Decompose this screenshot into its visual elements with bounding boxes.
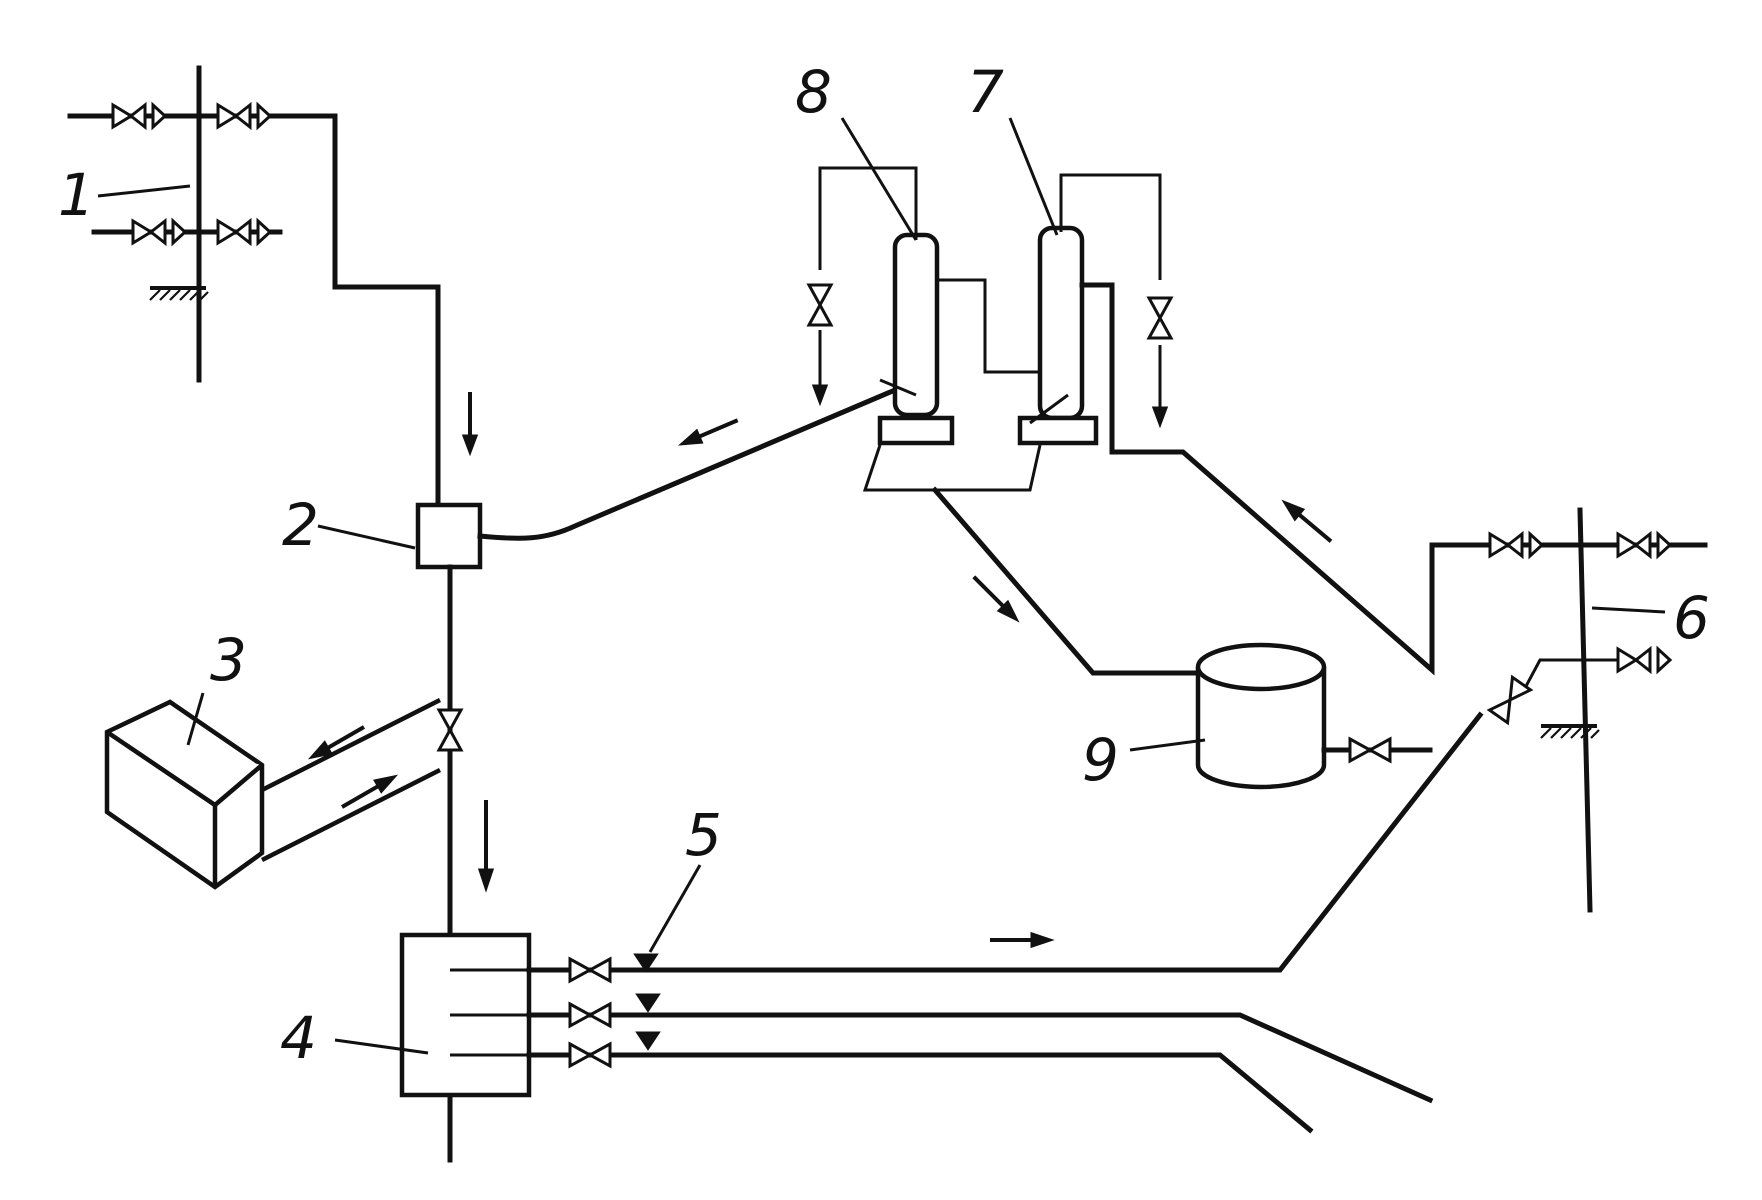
column-7 — [1017, 173, 1493, 676]
label-2: 2 — [282, 491, 319, 559]
valve-icon[interactable] — [1616, 532, 1672, 558]
pipe-feed-to-mixer — [332, 113, 441, 508]
valve-icon[interactable] — [111, 103, 167, 129]
flow-arrow-down-icon — [461, 392, 479, 457]
valve-icon[interactable] — [568, 1002, 612, 1028]
valve-icon[interactable] — [568, 1042, 612, 1068]
mixer-2 — [415, 502, 483, 570]
ground-icon — [1539, 724, 1601, 740]
flow-arrow-right-icon — [988, 932, 1052, 948]
flow-arrow-left-icon — [680, 415, 740, 449]
label-7: 7 — [967, 58, 1004, 126]
pipe-to-receiver — [931, 486, 1203, 676]
outlet-line-2 — [526, 1012, 1434, 1104]
valve-icon[interactable] — [216, 219, 272, 245]
label-1: 1 — [58, 161, 95, 229]
label-6: 6 — [1673, 584, 1710, 652]
tank-3 — [104, 697, 442, 890]
flow-arrow-up-left-icon — [1279, 496, 1337, 548]
label-4: 4 — [280, 1004, 317, 1072]
valve-icon[interactable] — [1488, 675, 1532, 725]
column-8 — [818, 166, 1040, 446]
valve-icon[interactable] — [131, 219, 187, 245]
drain-arrow-icon — [1151, 345, 1169, 429]
label-8: 8 — [795, 58, 832, 126]
valve-icon[interactable] — [216, 103, 272, 129]
sampling-point-icon — [633, 953, 661, 1051]
valve-icon[interactable] — [1348, 737, 1392, 763]
valve-icon[interactable] — [568, 957, 612, 983]
valve-icon[interactable] — [1488, 532, 1544, 558]
column-bottoms-line — [862, 444, 1042, 492]
valve-icon[interactable] — [807, 283, 833, 327]
label-3: 3 — [210, 626, 247, 694]
pipe-mixer-to-columns — [477, 386, 899, 541]
flow-arrow-down-icon — [477, 800, 495, 893]
label-5: 5 — [685, 801, 722, 869]
distributor-4 — [399, 932, 532, 1098]
valve-icon[interactable] — [437, 708, 463, 752]
manifold-1 — [67, 65, 338, 383]
outlet-line-3 — [526, 1052, 1314, 1134]
outlet-line-1 — [526, 711, 1484, 973]
valve-icon[interactable] — [1147, 296, 1173, 340]
drain-arrow-icon — [811, 330, 829, 407]
receiver-9 — [1195, 642, 1433, 790]
valve-icon[interactable] — [1616, 647, 1672, 673]
label-9: 9 — [1082, 726, 1119, 794]
manifold-6 — [1487, 507, 1708, 913]
